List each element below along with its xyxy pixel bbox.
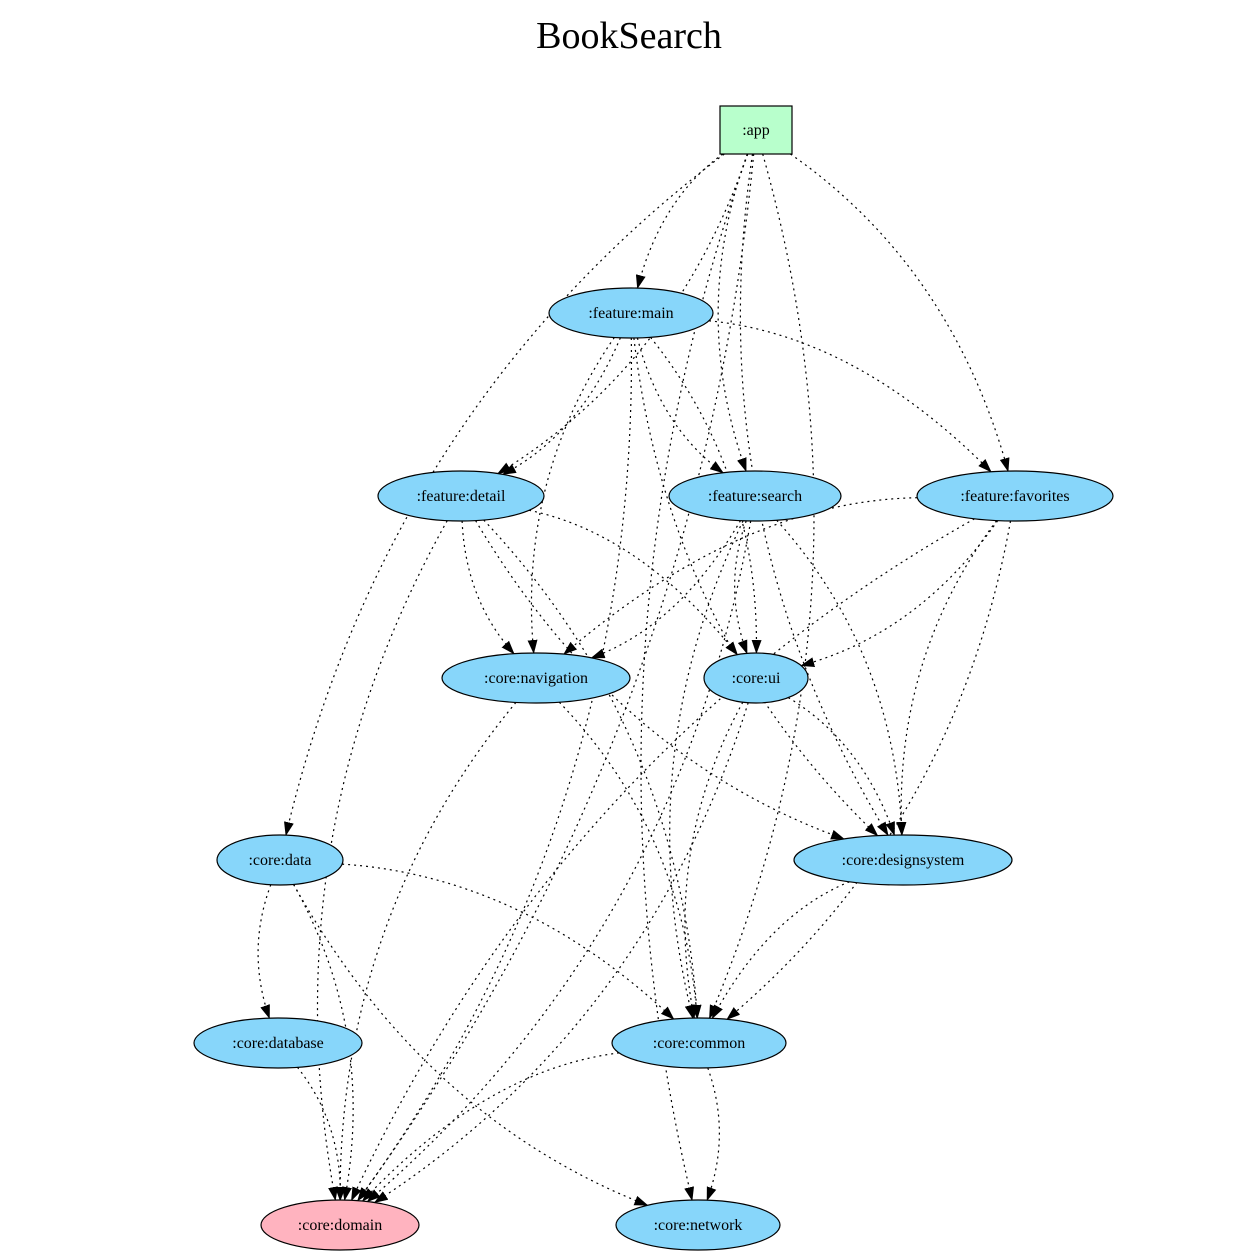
node-shape <box>793 834 1013 886</box>
node-core-designsystem: :core:designsystem <box>793 834 1013 886</box>
node-shape <box>611 1017 787 1069</box>
node-shape <box>377 470 545 522</box>
edge-app-to-core-common <box>708 153 815 1020</box>
edge-app-to-feature-main <box>635 153 724 290</box>
edge-feature-favorites-to-core-common <box>726 520 1012 1020</box>
node-feature-search: :feature:search <box>668 470 842 522</box>
node-core-database: :core:database <box>193 1017 363 1069</box>
node-shape <box>216 834 344 886</box>
node-label: :core:navigation <box>484 670 588 687</box>
edge-core-common-to-core-network <box>706 1067 720 1202</box>
edge-feature-favorites-to-core-navigation <box>563 497 918 655</box>
node-feature-main: :feature:main <box>548 287 714 339</box>
node-label: :core:data <box>248 852 311 869</box>
nodes-layer: :app :feature:main :feature:detail :feature… <box>193 105 1114 1251</box>
edge-core-ui-to-core-common <box>684 701 744 1019</box>
node-shape <box>441 652 631 704</box>
edge-core-designsystem-to-core-common <box>711 881 850 1020</box>
edge-feature-search-to-core-domain <box>366 520 752 1203</box>
edge-feature-main-to-feature-search <box>636 337 724 474</box>
node-shape <box>668 470 842 522</box>
node-label: :core:database <box>232 1035 324 1052</box>
node-core-common: :core:common <box>611 1017 787 1069</box>
node-label: :feature:search <box>708 488 802 505</box>
edge-feature-detail-to-core-navigation <box>461 520 515 655</box>
node-shape <box>916 470 1114 522</box>
node-shape <box>193 1017 363 1069</box>
edge-app-to-feature-search <box>717 153 748 473</box>
edge-core-database-to-core-domain <box>296 1066 346 1201</box>
node-label: :feature:main <box>588 305 673 322</box>
edge-feature-detail-to-core-ui <box>528 509 739 656</box>
edge-core-ui-to-core-designsystem <box>787 697 895 837</box>
edge-core-data-to-core-database <box>257 884 272 1020</box>
edge-core-navigation-to-core-domain <box>334 702 517 1201</box>
edge-app-to-core-domain <box>357 153 755 1202</box>
edge-feature-search-to-core-common <box>669 520 744 1020</box>
edge-app-to-feature-favorites <box>790 153 1010 473</box>
edge-feature-detail-to-core-domain <box>316 520 448 1201</box>
node-label: :feature:detail <box>417 488 506 505</box>
edge-feature-main-to-core-domain <box>357 337 633 1202</box>
edge-core-common-to-core-domain <box>361 1052 620 1202</box>
graph-title: BookSearch <box>536 15 722 57</box>
node-label: :core:designsystem <box>842 852 965 869</box>
node-shape <box>615 1199 781 1251</box>
node-core-ui: :core:ui <box>703 652 809 704</box>
node-feature-detail: :feature:detail <box>377 470 545 522</box>
node-core-data: :core:data <box>216 834 344 886</box>
edges-layer <box>257 153 1012 1206</box>
node-shape <box>719 105 793 155</box>
edge-feature-main-to-core-designsystem <box>633 337 879 837</box>
edge-core-data-to-core-common <box>342 863 675 1020</box>
edge-feature-main-to-feature-favorites <box>708 320 992 473</box>
edge-core-ui-to-core-domain <box>373 702 749 1204</box>
node-shape <box>548 287 714 339</box>
node-core-domain: :core:domain <box>260 1199 420 1251</box>
node-label: :core:common <box>653 1035 745 1052</box>
edge-feature-main-to-feature-detail <box>501 337 621 475</box>
node-shape <box>703 652 809 704</box>
edge-app-to-feature-detail <box>496 153 749 475</box>
node-feature-favorites: :feature:favorites <box>916 470 1114 522</box>
node-label: :core:domain <box>298 1217 382 1234</box>
node-app: :app <box>719 105 793 155</box>
node-core-network: :core:network <box>615 1199 781 1251</box>
edge-feature-favorites-to-core-designsystem <box>896 520 998 836</box>
node-label: :core:ui <box>732 670 781 687</box>
node-core-navigation: :core:navigation <box>441 652 631 704</box>
node-label: :core:network <box>654 1217 743 1234</box>
edge-feature-search-to-core-ui <box>734 520 748 655</box>
edge-app-to-core-data <box>284 153 725 837</box>
node-shape <box>260 1199 420 1251</box>
node-label: :feature:favorites <box>960 488 1069 505</box>
node-label: :app <box>742 122 770 139</box>
